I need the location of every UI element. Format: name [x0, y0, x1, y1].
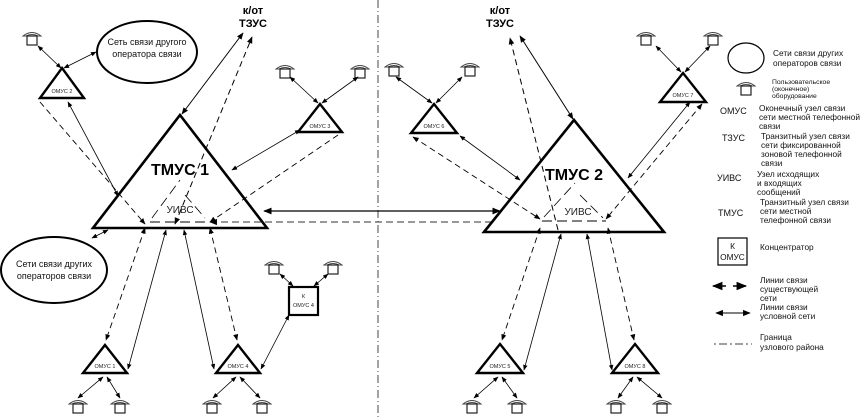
omus1-node: ОМУС 1 — [80, 343, 130, 375]
legend: Сети связи других операторов связи Польз… — [711, 42, 860, 352]
phone-icon — [202, 399, 222, 414]
phone-icon — [252, 399, 272, 414]
omus3-node: ОМУС 3 — [295, 102, 345, 134]
legend-omus: ОМУС Оконечный узел связи сети местной т… — [720, 103, 860, 131]
tmus2-node: ТМУС 2 УИВС — [481, 117, 667, 234]
legend-tmus: ТМУС Транзитный узел связи сети местной … — [718, 197, 849, 225]
svg-text:связи: связи — [759, 121, 781, 131]
network-other-operators: Сети связи других операторов связи — [0, 236, 108, 304]
legend-phone: Пользовательское (оконечное) оборудовани… — [736, 79, 830, 100]
svg-text:связи: связи — [761, 158, 783, 168]
network-label-line1: Сети связи других — [16, 259, 93, 269]
svg-text:Линии связи: Линии связи — [760, 302, 808, 312]
tmus2-label: ТМУС 2 — [545, 167, 603, 184]
svg-text:существующей: существующей — [760, 284, 819, 294]
omus6-label: ОМУС 6 — [424, 124, 445, 130]
phone-icon — [652, 399, 672, 414]
omus4-node: ОМУС 4 — [213, 343, 263, 375]
omus4-label: ОМУС 4 — [228, 364, 249, 370]
svg-text:Транзитный узел связи: Транзитный узел связи — [761, 131, 850, 141]
concentrator-label-line1: К — [302, 294, 306, 300]
svg-text:Транзитный узел связи: Транзитный узел связи — [760, 197, 849, 207]
network-other-operator: Сеть связи другого оператора связи — [96, 20, 198, 84]
phone-icon — [460, 62, 480, 77]
phone-icon — [110, 399, 130, 414]
uivs2-label: УИВС — [564, 207, 591, 218]
omus1-label: ОМУС 1 — [95, 364, 116, 370]
network-label-line2: операторов связи — [17, 271, 91, 281]
omus2-label: ОМУС 2 — [52, 89, 73, 95]
omus8-label: ОМУС 8 — [625, 364, 646, 370]
omus5-label: ОМУС 5 — [490, 364, 511, 370]
phone-icon — [703, 31, 723, 46]
uivs1-label: УИВС — [166, 205, 193, 216]
svg-text:сети местной телефонной: сети местной телефонной — [759, 112, 860, 122]
tzus2-label-line2: ТЗУС — [486, 18, 514, 30]
svg-text:Пользовательское: Пользовательское — [772, 79, 830, 86]
phone-icon — [606, 399, 626, 414]
omus7-label: ОМУС 7 — [673, 93, 694, 99]
phone-icon — [264, 260, 284, 275]
svg-text:Узел исходящих: Узел исходящих — [757, 169, 820, 179]
svg-text:Граница: Граница — [760, 332, 792, 342]
omus6-node: ОМУС 6 — [408, 102, 460, 135]
tzus1-label-line1: к/от — [243, 5, 264, 17]
phone-icon — [323, 260, 343, 275]
svg-text:Оконечный узел связи: Оконечный узел связи — [759, 103, 846, 113]
legend-concentrator: К ОМУС Концентратор — [717, 237, 814, 266]
legend-boundary: Граница узлового района — [714, 332, 824, 352]
svg-text:Сети связи других: Сети связи других — [773, 48, 844, 58]
svg-text:ОМУС: ОМУС — [720, 252, 745, 262]
svg-text:сообщений: сообщений — [757, 187, 801, 197]
phone-icon — [384, 62, 404, 77]
legend-conditional-lines: Линии связи условной сети — [715, 302, 816, 321]
svg-text:сети фиксированной: сети фиксированной — [761, 140, 841, 150]
omus3-label: ОМУС 3 — [310, 124, 331, 130]
network-label-line1: Сеть связи другого — [107, 37, 186, 47]
phone-icon — [507, 399, 527, 414]
legend-existing-lines: Линии связи существующей сети — [711, 275, 819, 303]
network-label-line2: оператора связи — [112, 49, 181, 59]
phone-icon — [636, 31, 656, 46]
tzus2-label-line1: к/от — [490, 5, 511, 17]
svg-text:узлового района: узлового района — [760, 342, 824, 352]
svg-text:зоновой телефонной: зоновой телефонной — [761, 149, 842, 159]
svg-text:операторов связи: операторов связи — [773, 58, 842, 68]
svg-text:Линии связи: Линии связи — [760, 275, 808, 285]
concentrator-label-line2: ОМУС 4 — [293, 303, 314, 309]
svg-text:телефонной связи: телефонной связи — [760, 215, 831, 225]
svg-text:оборудование: оборудование — [772, 92, 817, 100]
svg-text:УИВС: УИВС — [717, 173, 742, 183]
phone-icon — [462, 399, 482, 414]
svg-text:ОМУС: ОМУС — [720, 106, 747, 116]
omus2-node: ОМУС 2 — [37, 65, 87, 100]
tmus1-label: ТМУС 1 — [151, 162, 209, 179]
svg-text:и входящих: и входящих — [757, 178, 803, 188]
svg-text:условной сети: условной сети — [760, 311, 816, 321]
svg-text:сети: сети — [760, 293, 777, 303]
legend-tzus: ТЗУС Транзитный узел связи сети фиксиров… — [722, 131, 850, 168]
phone-icon — [736, 81, 756, 96]
svg-text:ТМУС: ТМУС — [718, 208, 744, 218]
legend-ellipse: Сети связи других операторов связи — [727, 42, 844, 74]
phone-icon — [275, 64, 295, 79]
legend-uivs: УИВС Узел исходящих и входящих сообщений — [717, 169, 820, 197]
omus8-node: ОМУС 8 — [609, 342, 661, 375]
phone-icon — [22, 31, 42, 46]
omus7-node: ОМУС 7 — [657, 71, 709, 104]
svg-text:К: К — [730, 241, 735, 251]
omus5-node: ОМУС 5 — [474, 342, 526, 375]
svg-text:Концентратор: Концентратор — [760, 242, 814, 252]
concentrator-node: К ОМУС 4 — [287, 285, 320, 317]
phone-icon — [350, 64, 370, 79]
svg-text:сети местной: сети местной — [760, 206, 812, 216]
svg-text:ТЗУС: ТЗУС — [722, 133, 745, 143]
phone-icon — [68, 399, 88, 414]
svg-text:(оконечное): (оконечное) — [772, 86, 809, 93]
tzus1-label-line2: ТЗУС — [239, 18, 267, 30]
